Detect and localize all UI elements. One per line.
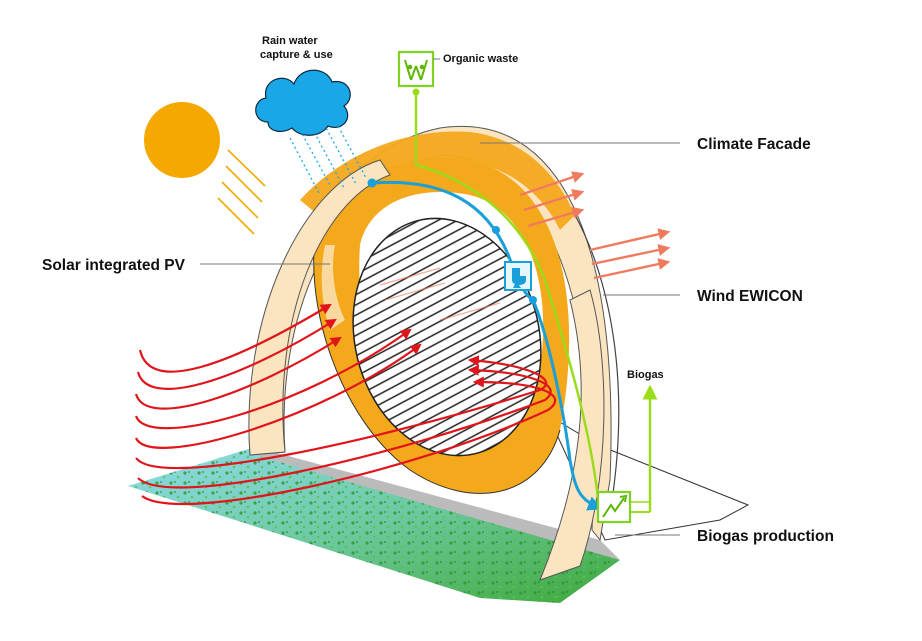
biogas-production-box [596, 490, 632, 524]
water-pipe-node-1 [367, 178, 377, 188]
solar-integrated-pv-label: Solar integrated PV [42, 257, 186, 274]
biogas-output [628, 384, 658, 513]
wind-ewicon-label: Wind EWICON [697, 288, 803, 305]
biogas-label: Biogas [627, 369, 664, 381]
sun-group [144, 102, 266, 235]
rain-water-label-line2: capture & use [260, 49, 333, 61]
biogas-production-label: Biogas production [697, 528, 834, 545]
arch-outline [574, 214, 620, 501]
organic-waste-label: Organic waste [443, 53, 518, 65]
rain-cloud-group [255, 69, 367, 196]
organic-waste-pipe [414, 92, 600, 499]
rain-cloud-icon [255, 69, 351, 136]
water-pipe-node-2 [492, 226, 500, 234]
ewicon-disc [352, 217, 542, 457]
ground-plane [128, 447, 620, 603]
organic-pipe-node [412, 88, 420, 96]
organic-waste-box [397, 50, 435, 88]
outgoing-wind-arrows [379, 171, 671, 321]
toilet-box [504, 261, 532, 291]
incoming-wind-arrows [134, 303, 557, 506]
leader-lines [200, 58, 680, 536]
rain-water-label-line1: Rain water [262, 35, 318, 47]
toilet-icon [512, 268, 526, 288]
climate-facade-label: Climate Facade [697, 136, 811, 153]
biogas-production-icon [602, 497, 625, 518]
organic-waste-icon [404, 59, 428, 81]
sun-icon [144, 102, 220, 178]
water-pipe-node-3 [529, 296, 537, 304]
